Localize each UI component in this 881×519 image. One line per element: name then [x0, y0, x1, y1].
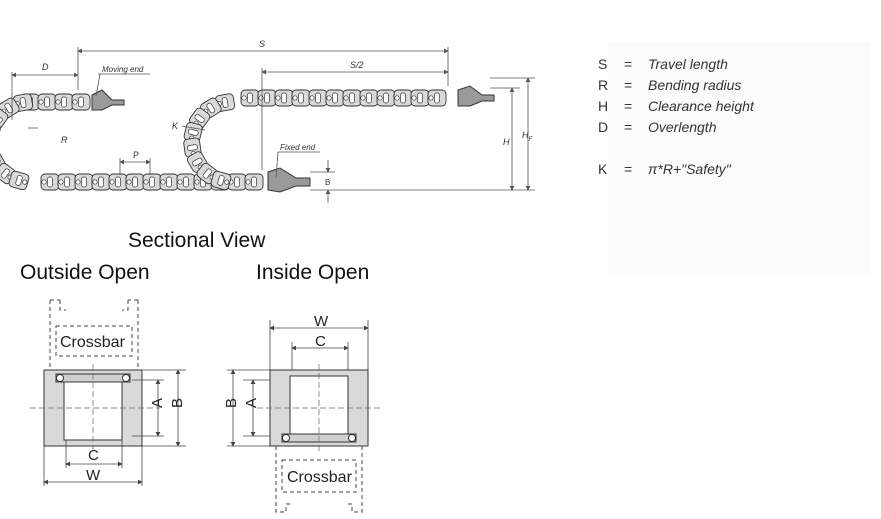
chain-link [274, 89, 294, 107]
dim-b-label: B [325, 178, 330, 187]
sectional-view-title: Sectional View [128, 229, 266, 252]
chain-link [125, 173, 145, 191]
dim-c-label: C [88, 447, 99, 464]
moving-end-bracket [91, 89, 125, 111]
chain-links [0, 89, 447, 191]
chain-link [359, 89, 379, 107]
upper-end-bracket [457, 85, 495, 107]
chain-link [0, 107, 9, 130]
chain-link [410, 89, 430, 107]
chain-link [240, 89, 260, 107]
fixed-end-bracket [267, 167, 311, 193]
legend-description: π*R+"Safety" [648, 161, 731, 177]
legend-equals: = [624, 77, 633, 93]
legend-description: Bending radius [648, 77, 742, 93]
chain-link [308, 89, 328, 107]
inside-open-title: Inside Open [256, 261, 370, 284]
dim-c-label: C [315, 333, 326, 350]
dim-hf-sub: F [529, 137, 533, 143]
legend-symbol: S [598, 56, 608, 72]
moving-end-label: Moving end [102, 65, 144, 74]
legend-symbol: D [598, 119, 609, 135]
dim-a-label: A [243, 398, 260, 408]
chain-link [376, 89, 396, 107]
chain-link [159, 173, 179, 191]
chain-link [108, 173, 128, 191]
crossbar-label: Crossbar [287, 469, 353, 486]
legend-description: Clearance height [648, 98, 754, 114]
chain-link [74, 173, 94, 191]
dim-w-label: W [86, 467, 101, 484]
chain-link [427, 89, 447, 107]
dim-h-label: H [503, 137, 510, 147]
legend-symbol: R [598, 77, 609, 93]
dim-b-label: B [223, 398, 240, 408]
chain-link [393, 89, 413, 107]
legend-equals: = [624, 56, 633, 72]
legend-description: Travel length [648, 56, 728, 72]
chain-link [291, 89, 311, 107]
dim-w-label: W [314, 313, 329, 330]
dim-a-label: A [149, 398, 166, 408]
dim-s-label: S [259, 39, 265, 49]
legend-symbol: H [598, 98, 609, 114]
dim-r-label: R [61, 135, 68, 145]
chain-link [142, 173, 162, 191]
inside-open-section: Crossbar W C B A [223, 313, 383, 513]
outside-open-title: Outside Open [20, 261, 150, 284]
legend-equals: = [624, 161, 633, 177]
legend-description: Overlength [648, 119, 717, 135]
legend-equals: = [624, 98, 633, 114]
energy-chain-diagram: S S/2 D Moving end Fixed end R K P H HF … [0, 39, 535, 203]
chain-link [244, 173, 264, 191]
outside-open-section: Crossbar C W A B [30, 299, 186, 486]
dim-s-half-label: S/2 [350, 60, 364, 70]
dim-k-label: K [172, 121, 179, 131]
chain-link [257, 89, 277, 107]
legend-equals: = [624, 119, 633, 135]
dim-p-label: P [133, 150, 139, 160]
dim-b-label: B [169, 398, 186, 408]
chain-link [40, 173, 60, 191]
chain-link [71, 93, 91, 111]
chain-link [37, 93, 57, 111]
chain-link [210, 170, 232, 191]
chain-link [342, 89, 362, 107]
dim-hf-main: H [522, 130, 529, 140]
legend-panel: S = Travel length R = Bending radius H =… [598, 42, 870, 274]
chain-link [8, 170, 30, 191]
dim-d-label: D [42, 62, 49, 72]
chain-link [91, 173, 111, 191]
chain-link [325, 89, 345, 107]
dim-hf-label: HF [522, 130, 533, 143]
chain-link [176, 173, 196, 191]
legend-symbol: K [598, 161, 608, 177]
chain-link [57, 173, 77, 191]
fixed-end-label: Fixed end [280, 143, 316, 152]
chain-link [54, 93, 74, 111]
crossbar-label: Crossbar [60, 334, 126, 351]
